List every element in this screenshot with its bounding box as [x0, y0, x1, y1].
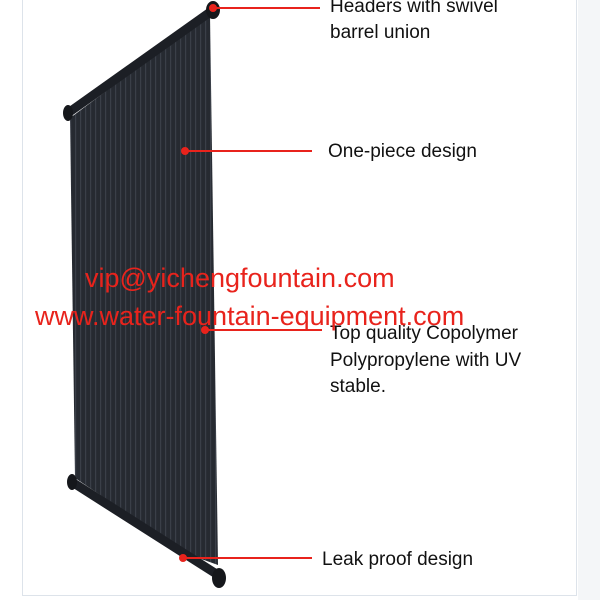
callout-one-piece: One-piece design: [328, 141, 477, 162]
image-frame: [22, 0, 577, 596]
callout-material-line3: stable.: [330, 376, 386, 397]
callout-dot-leak: [179, 554, 187, 562]
bottom-header-pipe: [67, 477, 223, 580]
watermark-email: vip@yichengfountain.com: [85, 263, 395, 293]
callout-material-line2: Polypropylene with UV: [330, 350, 522, 371]
top-left-union: [63, 105, 73, 121]
callout-leak-proof: Leak proof design: [322, 549, 474, 570]
callout-headers-line2: barrel union: [330, 22, 431, 43]
bottom-right-union: [212, 568, 226, 588]
collector-panel: [70, 14, 218, 565]
callout-material-line1: Top quality Copolymer: [330, 323, 518, 344]
bottom-left-union: [67, 474, 77, 490]
callout-headers-line1: Headers with swivel: [330, 0, 498, 17]
side-strip: [578, 0, 600, 600]
top-header-pipe: [63, 5, 218, 118]
watermark-website: www.water-fountain-equipment.com: [35, 301, 465, 331]
callout-dot-headers: [209, 4, 217, 12]
callout-dot-one-piece: [181, 147, 189, 155]
callout-dot-material: [201, 326, 209, 334]
